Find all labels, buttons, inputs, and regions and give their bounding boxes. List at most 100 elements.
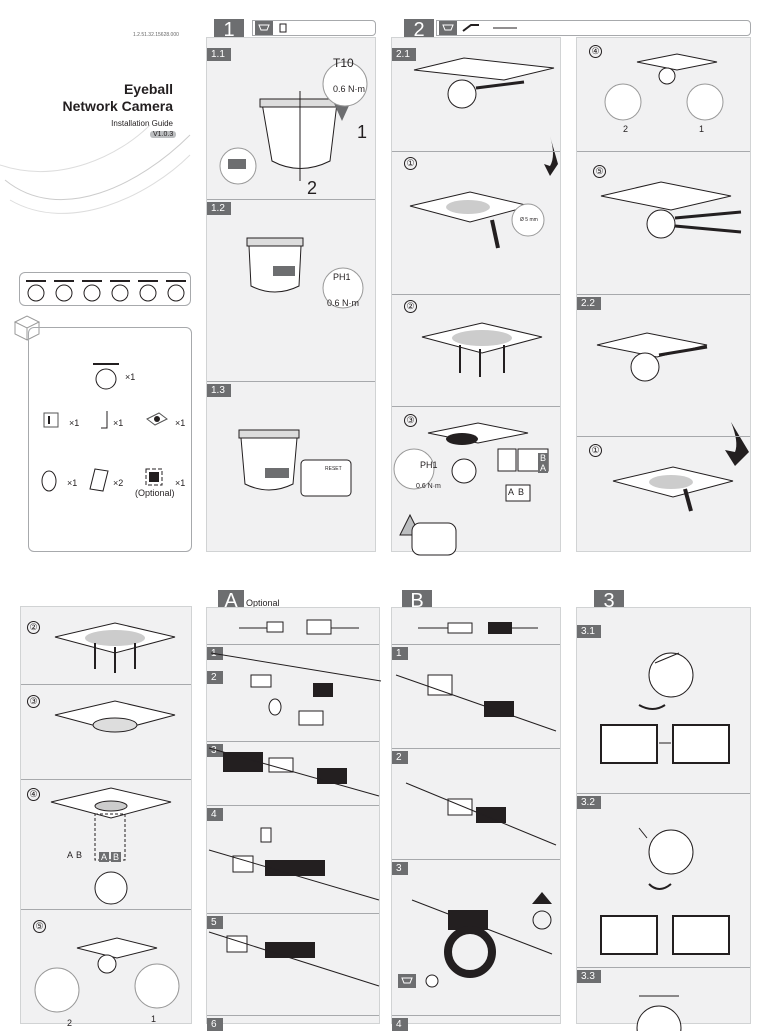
substep-2-1: 2.1 (392, 46, 560, 151)
mounting-continued-panel: ② ③ ④ A B A B ⑤ 2 1 (20, 606, 192, 1028)
step-circle: ② (27, 621, 40, 634)
manual-b-label: B (76, 850, 83, 860)
drill-template-icon (43, 412, 59, 428)
step-2-number: 2 (404, 19, 434, 41)
tilt-adjust-illustration (600, 827, 730, 955)
camera-sd-card-illustration (246, 237, 364, 309)
substep-2-1-2: ② (392, 294, 560, 406)
step-label: 6 (207, 1018, 223, 1031)
qty-key: ×1 (113, 418, 124, 428)
step-a-title: Optional (246, 598, 280, 608)
substep-1-3: 1.3 RESET (207, 381, 375, 553)
torque-label: 0.6 N·m (333, 84, 366, 94)
substep-1-2: 1.2 PH1 0.6 N·m (207, 199, 375, 381)
title-line1: Eyeball (123, 81, 173, 97)
camera-reset-illustration (238, 429, 352, 497)
step-label: 4 (392, 1018, 408, 1031)
step-b-3: 3 (392, 859, 560, 1015)
camera-icon (93, 363, 119, 390)
qty-manual: ×2 (113, 478, 124, 488)
qty-ring: ×1 (67, 478, 78, 488)
ceiling-anchors-illustration (421, 322, 543, 377)
qty-screws: ×1 (175, 418, 186, 428)
camera-ceiling-cable-illustration (413, 57, 555, 109)
cable-illustration (210, 652, 382, 682)
camera-model-icons (26, 280, 186, 302)
step-a-2: 2 (207, 669, 379, 741)
step-a-1: 1 (207, 644, 382, 682)
rj45-connector-illustration (239, 619, 359, 635)
arrow-down-icon (544, 136, 558, 176)
label-1: 1 (151, 1014, 157, 1024)
substep-2-1-3: ③ PH1 0.6 N·m B A A B (392, 406, 560, 556)
optional-note: (Optional) (135, 488, 175, 498)
cart-and-card-icons (255, 21, 287, 35)
step-circle: ④ (589, 45, 602, 58)
step-label: 5 (207, 916, 223, 929)
substep-2: ② (21, 607, 191, 684)
substep-3-3: 3.3 (577, 967, 750, 1031)
camera-attach-illustration (50, 787, 172, 905)
qty-camera: ×1 (125, 372, 136, 382)
substep-5: ⑤ 2 1 (21, 909, 191, 1028)
step-b-1: 1 (392, 644, 560, 748)
step-label: 4 (207, 808, 223, 821)
substep-label: 1.2 (207, 202, 231, 215)
mount-base-illustration (54, 700, 176, 733)
package-contents-box: ×1 ×1 ×1 ×1 ×1 ×2 ×1 (Optional) (28, 327, 192, 552)
screws-pack-icon (146, 412, 168, 426)
label-b: B (111, 852, 121, 862)
seal-ring-icon (41, 470, 57, 492)
substep-label: 3.2 (577, 796, 601, 809)
tool-ph1-label: PH1 (420, 460, 438, 470)
step-b-letter: B (402, 590, 432, 612)
dc-connector-illustration (418, 622, 538, 634)
qty-optional: ×1 (175, 478, 186, 488)
label-2: 2 (623, 124, 629, 134)
substep-label: 2.2 (577, 297, 601, 310)
step-circle: ⑤ (593, 165, 606, 178)
title-line2: Network Camera (62, 98, 174, 114)
step-b-panel: 1 2 3 4 (391, 607, 561, 1031)
step-circle: ⑤ (33, 920, 46, 933)
step-a-3: 3 (207, 741, 380, 805)
step-1-number: 1 (214, 19, 244, 41)
substep-2-1-5: ⑤ (577, 151, 750, 294)
camera-mounting-illustration (393, 422, 549, 556)
manual-icon (89, 468, 109, 492)
step-a-letter: A (218, 590, 244, 612)
cable-gland-illustration (250, 674, 333, 726)
label-b: B (538, 453, 548, 463)
package-box-icon (13, 315, 41, 341)
tool-ph1-label: PH1 (333, 272, 351, 282)
substep-3-1: 3.1 (577, 623, 750, 793)
connector-tighten-illustration (208, 931, 380, 987)
waterproof-cable-illustration (34, 937, 180, 1013)
connector-assembly-illustration (405, 782, 557, 846)
pan-adjust-illustration (600, 652, 730, 764)
drill-size-label: Ø 5 mm (520, 217, 538, 223)
manual-b-label: B (518, 487, 525, 497)
wrench-key-icon (101, 411, 108, 429)
waterproof-tape-illustration (411, 892, 553, 978)
step-circle: ① (589, 444, 602, 457)
step-label: 1 (392, 647, 408, 660)
document-code: 1.2.51.32.15628.000 (133, 32, 179, 38)
camera-cables-illustration (600, 181, 742, 239)
label-a: A (99, 852, 109, 862)
step-1-panel: 1.1 T10 0.6 N·m 1 2 1.2 PH1 0.6 N·m 1.3 … (206, 37, 376, 552)
substep-1-1: 1.1 T10 0.6 N·m 1 2 (207, 46, 375, 199)
step-3-panel: 3.1 3.2 3.3 (576, 607, 751, 1031)
manual-a-label: A (67, 850, 74, 860)
step-circle: ① (404, 157, 417, 170)
step-circle: ④ (27, 788, 40, 801)
step-label: 3 (207, 744, 223, 757)
connector-assembly-illustration (208, 747, 380, 797)
step-label: 3 (392, 862, 408, 875)
substep-3-2: 3.2 (577, 793, 750, 967)
step-circle: ③ (404, 414, 417, 427)
ceiling-anchors-illustration (54, 622, 176, 673)
step-label: 2 (207, 671, 223, 684)
step-2-panel: 2.1 ① Ø 5 mm ② ③ PH1 0.6 N·m B A A B (391, 37, 561, 556)
step-a-4: 4 (207, 805, 380, 913)
